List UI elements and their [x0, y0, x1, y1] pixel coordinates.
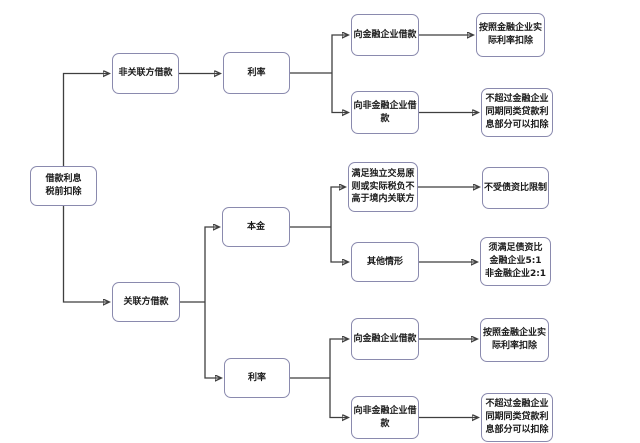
- node-principal: 本金: [222, 207, 290, 247]
- node-related-borrowing-label: 关联方借款: [123, 296, 169, 307]
- node-no-debt-ratio-limit: 不受债资比限制: [482, 167, 549, 209]
- node-non-related-borrowing: 非关联方借款: [112, 53, 179, 94]
- node-non-related-borrowing-label: 非关联方借款: [118, 68, 173, 79]
- node-not-exceed-loan-rate-top-label: 不超过金融企业 同期同类贷款利 息部分可以扣除: [485, 94, 549, 130]
- edge-related-to-principal: [204, 227, 219, 302]
- node-borrow-from-nonfinancial-top-label: 向非金融企业借 款: [353, 100, 417, 124]
- node-borrow-from-financial-bottom: 向金融企业借款: [351, 318, 419, 360]
- node-borrow-from-nonfinancial-bottom: 向非金融企业借 款: [351, 396, 419, 439]
- node-independent-transaction: 满足独立交易原 则或实际税负不 高于境内关联方: [348, 162, 418, 212]
- node-independent-transaction-label: 满足独立交易原 则或实际税负不 高于境内关联方: [351, 168, 415, 205]
- node-borrow-from-nonfinancial-top: 向非金融企业借 款: [351, 91, 419, 134]
- edge-principal-to-independent: [330, 187, 345, 227]
- node-rate-top-label: 利率: [247, 67, 266, 78]
- node-related-borrowing: 关联方借款: [112, 282, 180, 322]
- node-not-exceed-loan-rate-bottom: 不超过金融企业 同期同类贷款利 息部分可以扣除: [481, 393, 553, 442]
- edge-principal-to-other: [330, 227, 348, 262]
- node-other-cases: 其他情形: [351, 242, 419, 282]
- node-root: 借款利息 税前扣除: [30, 166, 97, 206]
- node-other-cases-label: 其他情形: [366, 256, 403, 267]
- edge-related-to-rate-bottom: [204, 302, 221, 378]
- node-borrow-from-financial-bottom-label: 向金融企业借款: [353, 333, 417, 344]
- node-principal-label: 本金: [246, 221, 265, 232]
- edge-rate-bottom-to-nonfin-bottom: [329, 378, 348, 418]
- node-financial-actual-rate-top-label: 按照金融企业实 际利率扣除: [478, 23, 542, 46]
- edge-rate-top-to-fin-top: [331, 35, 348, 73]
- node-financial-actual-rate-bottom-label: 按照金融企业实 际利率扣除: [482, 328, 546, 351]
- node-debt-ratio-requirement-label: 须满足债资比 金融企业5:1 非金融企业2:1: [484, 243, 547, 279]
- edge-rate-top-to-nonfin-top: [331, 73, 348, 113]
- edge-root-to-related: [62, 206, 110, 302]
- edge-rate-bottom-to-fin-bottom: [329, 339, 348, 378]
- edge-root-to-non-related: [62, 74, 110, 166]
- node-rate-top: 利率: [223, 52, 290, 94]
- node-no-debt-ratio-limit-label: 不受债资比限制: [483, 182, 547, 193]
- node-rate-bottom-label: 利率: [247, 372, 266, 383]
- node-financial-actual-rate-top: 按照金融企业实 际利率扣除: [476, 13, 545, 57]
- node-rate-bottom: 利率: [224, 358, 290, 398]
- node-root-label: 借款利息 税前扣除: [45, 174, 82, 197]
- node-borrow-from-nonfinancial-bottom-label: 向非金融企业借 款: [353, 405, 417, 429]
- node-debt-ratio-requirement: 须满足债资比 金融企业5:1 非金融企业2:1: [480, 237, 551, 286]
- node-financial-actual-rate-bottom: 按照金融企业实 际利率扣除: [480, 318, 549, 362]
- node-borrow-from-financial-top-label: 向金融企业借款: [353, 29, 417, 40]
- node-not-exceed-loan-rate-top: 不超过金融企业 同期同类贷款利 息部分可以扣除: [481, 88, 553, 137]
- node-not-exceed-loan-rate-bottom-label: 不超过金融企业 同期同类贷款利 息部分可以扣除: [485, 399, 549, 435]
- node-borrow-from-financial-top: 向金融企业借款: [351, 14, 419, 56]
